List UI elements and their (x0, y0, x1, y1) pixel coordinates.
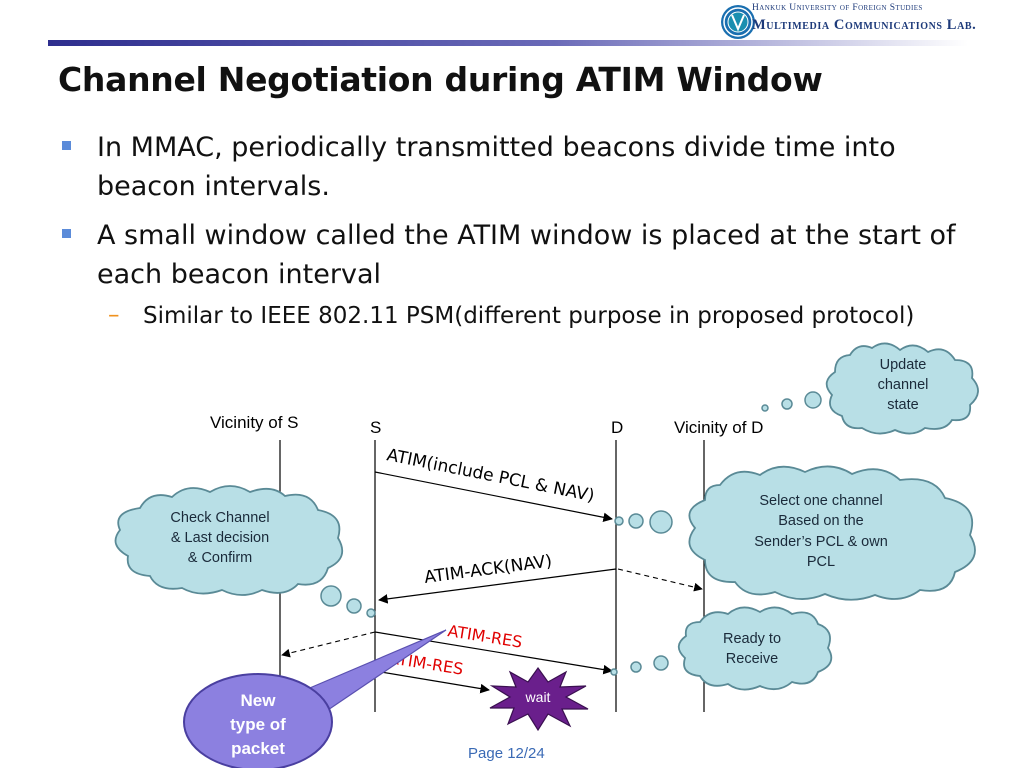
cloud-ready-line: Ready to (723, 631, 781, 647)
atim-ack-label: ATIM-ACK(NAV) (423, 551, 553, 588)
square-bullet-icon (62, 141, 71, 150)
cloud-check-line: & Last decision (171, 530, 269, 546)
atim-label: ATIM(include PCL & NAV) (385, 445, 596, 506)
callout-line: New (241, 691, 277, 710)
header-bar (48, 40, 968, 46)
cloud-update-line: channel (878, 377, 929, 393)
cloud-select-line: PCL (807, 554, 835, 570)
atim-arrow (374, 471, 613, 523)
cloud-check-line: Check Channel (170, 510, 269, 526)
bullet-text: In MMAC, periodically transmitted beacon… (97, 132, 896, 202)
callout-line: packet (231, 739, 285, 758)
cloud-check-channel: Check Channel & Last decision & Confirm (114, 485, 376, 618)
callout-line: type of (230, 715, 286, 734)
page-current: 12 (507, 745, 524, 762)
cloud-update-line: Update (880, 357, 927, 373)
bullet-list: In MMAC, periodically transmitted beacon… (60, 128, 960, 332)
cloud-select-line: Sender’s PCL & own (754, 534, 888, 550)
atim-res-overhear-arrow (281, 631, 376, 658)
sub-bullet-text: Similar to IEEE 802.11 PSM(different pur… (143, 303, 915, 329)
page-total: /24 (523, 745, 545, 762)
wait-burst: wait (489, 666, 589, 732)
atim-res-label-1: ATIM-RES (446, 621, 523, 652)
atim-ack-arrow (378, 568, 617, 604)
cloud-check-line: & Confirm (188, 550, 252, 566)
atim-res-arrow-1 (374, 631, 613, 675)
logo-emblem-icon (721, 5, 755, 39)
cloud-update-line: state (887, 397, 918, 413)
page-number: Page 12/24 (468, 745, 545, 762)
cloud-select-line: Select one channel (759, 493, 882, 509)
logo-text: Hankuk University of Foreign Studies Mul… (752, 3, 977, 33)
dash-bullet-icon: – (108, 302, 120, 328)
atim-res-arrow-2 (374, 670, 490, 694)
cloud-select-channel: Select one channel Based on the Sender’s… (614, 465, 976, 601)
lane-label-d: D (611, 418, 623, 437)
bullet-text: A small window called the ATIM window is… (97, 220, 956, 290)
cloud-select-line: Based on the (778, 513, 863, 529)
lane-label-s: S (370, 418, 381, 437)
sub-bullet-item: – Similar to IEEE 802.11 PSM(different p… (60, 300, 960, 332)
page-label: Page (468, 745, 508, 762)
logo-university-name: Hankuk University of Foreign Studies (752, 3, 923, 13)
cloud-update-channel-state: Update channel state (761, 342, 979, 435)
lane-label-vicinity-s: Vicinity of S (210, 413, 299, 432)
new-packet-callout: New type of packet (183, 629, 447, 768)
wait-label: wait (525, 689, 551, 705)
cloud-ready-to-receive: Ready to Receive (610, 606, 833, 691)
bullet-item: In MMAC, periodically transmitted beacon… (60, 128, 960, 206)
slide-title: Channel Negotiation during ATIM Window (58, 60, 823, 99)
logo-lab-name: Multimedia Communications Lab. (752, 16, 977, 33)
bullet-item: A small window called the ATIM window is… (60, 216, 960, 294)
cloud-ready-line: Receive (726, 651, 778, 667)
square-bullet-icon (62, 229, 71, 238)
atim-ack-overhear-arrow (617, 568, 703, 592)
lane-label-vicinity-d: Vicinity of D (674, 418, 763, 437)
